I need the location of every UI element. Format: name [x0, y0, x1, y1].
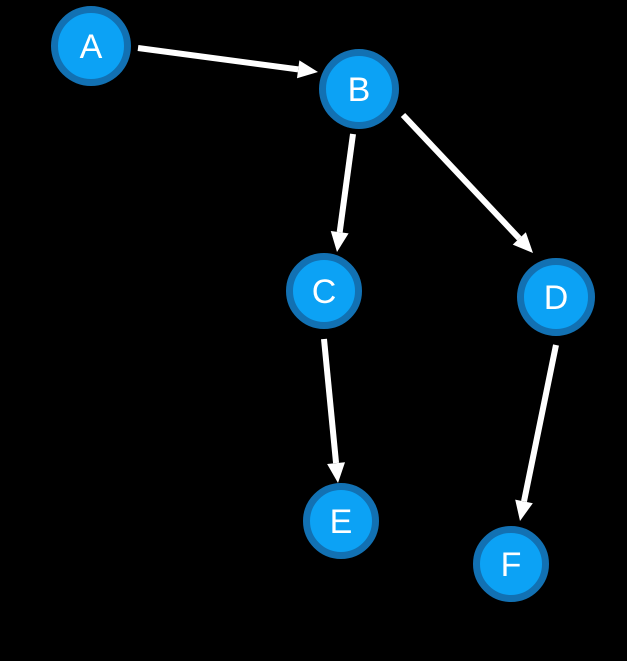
- edge-shaft: [521, 344, 559, 503]
- graph-node-c[interactable]: C: [286, 253, 362, 329]
- edge-shaft: [321, 338, 340, 464]
- graph-edge: [400, 112, 533, 253]
- node-circle[interactable]: [517, 258, 595, 336]
- graph-node-e[interactable]: E: [303, 483, 379, 559]
- node-label: F: [501, 546, 522, 584]
- node-label: B: [348, 71, 371, 109]
- node-label: D: [544, 279, 569, 317]
- node-label: A: [80, 28, 103, 66]
- edges-layer: [137, 45, 559, 521]
- graph-edge: [321, 338, 346, 483]
- graph-node-b[interactable]: B: [319, 49, 399, 129]
- node-label: C: [312, 273, 337, 311]
- edge-arrowhead-icon: [330, 230, 349, 252]
- edge-arrowhead-icon: [296, 60, 318, 79]
- edge-shaft: [336, 133, 356, 233]
- node-circle[interactable]: [286, 253, 362, 329]
- edge-arrowhead-icon: [327, 462, 346, 483]
- graph-node-d[interactable]: D: [517, 258, 595, 336]
- node-circle[interactable]: [319, 49, 399, 129]
- node-circle[interactable]: [473, 526, 549, 602]
- node-circle[interactable]: [303, 483, 379, 559]
- graph-edge: [137, 45, 318, 79]
- graph-node-f[interactable]: F: [473, 526, 549, 602]
- graph-edge: [515, 344, 559, 521]
- edge-arrowhead-icon: [512, 232, 533, 253]
- node-label: E: [330, 503, 353, 541]
- graph-edge: [330, 133, 356, 252]
- edge-arrowhead-icon: [515, 499, 533, 521]
- edge-shaft: [137, 45, 299, 73]
- node-circle[interactable]: [51, 6, 131, 86]
- nodes-layer: A B C D E F: [51, 6, 595, 602]
- edge-shaft: [400, 112, 522, 241]
- graph-node-a[interactable]: A: [51, 6, 131, 86]
